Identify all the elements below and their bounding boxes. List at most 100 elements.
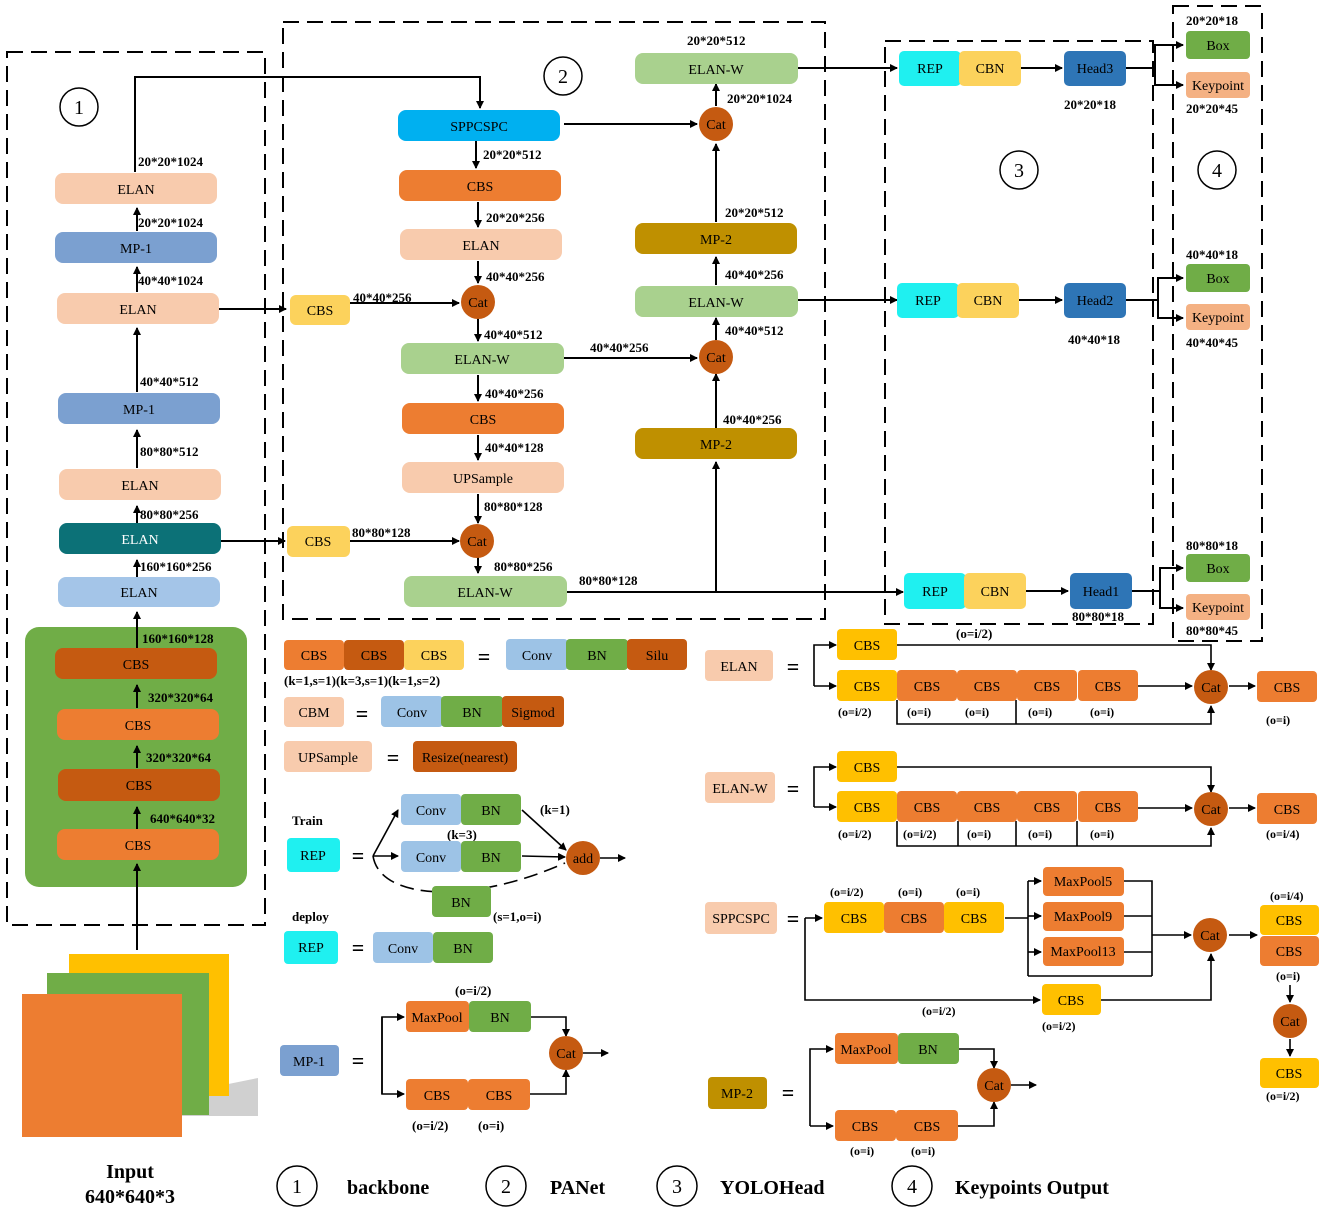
legend-elan-oi-4: (o=i) [1090, 705, 1114, 719]
bottom-marker-2: 2 [501, 1176, 511, 1198]
legend-cbm-eq: = [356, 701, 369, 726]
legend-deploy-eq: = [352, 935, 365, 960]
backbone-dim-3: 320*320*64 [148, 690, 214, 705]
output-kp-2 [1186, 304, 1250, 330]
output-blocks: 20*20*18 Box Keypoint 20*20*45 40*40*18 … [1186, 13, 1250, 638]
legend-spp-maxpool5: MaxPool5 [1054, 875, 1112, 890]
bottom-legend-yolohead: YOLOHead [720, 1177, 824, 1199]
legend-elanw-cbs-5: CBS [1095, 801, 1121, 816]
legend-elanw-cat: Cat [1201, 803, 1221, 818]
output-box-3 [1186, 31, 1250, 59]
legend-elanw-cbs-1: CBS [854, 801, 880, 816]
legend-sppcspc-label: SPPCSPC [712, 912, 770, 927]
legend-spp-cat-1: Cat [1200, 929, 1220, 944]
legend-spp-cbs-final: CBS [1276, 1067, 1302, 1082]
panet-elanw-c [635, 286, 798, 317]
legend-cbs-eq: = [478, 644, 491, 669]
marker-1: 1 [74, 97, 84, 119]
output-kp-2-label: Keypoint [1192, 311, 1244, 326]
backbone-dim-9: 40*40*1024 [138, 273, 204, 288]
head-rep-3 [899, 51, 961, 86]
legend-elanw-oi-2: (o=i) [1028, 827, 1052, 841]
marker-2: 2 [558, 66, 568, 88]
panet-right-dim-6: 20*20*512 [725, 205, 784, 220]
legend-cbs-bn: BN [587, 649, 606, 664]
backbone-dim-5: 160*160*256 [140, 559, 212, 574]
panet-cat-c-label: Cat [706, 351, 726, 366]
panet-cbs-side-1 [290, 295, 350, 325]
panet-frame [282, 21, 826, 620]
panet-cat-c [699, 340, 733, 374]
output-box-1-dim: 80*80*18 [1186, 538, 1239, 553]
output-kp-3 [1186, 72, 1250, 98]
legend-elan-cat: Cat [1201, 681, 1221, 696]
backbone-mp1-a-label: MP-1 [123, 403, 155, 418]
legend-mp2-maxpool: MaxPool [840, 1043, 891, 1058]
legend-cbm-bn: BN [462, 706, 481, 721]
input-label: Input [106, 1161, 154, 1183]
legend-mp1-maxpool: MaxPool [411, 1011, 462, 1026]
backbone-elan-4 [57, 293, 219, 324]
panet-right-dim-2: 40*40*256 [723, 412, 782, 427]
panet-cbs-a-label: CBS [467, 180, 493, 195]
head-cbn-3 [959, 51, 1021, 86]
legend-spp-oi2-final: (o=i/2) [1266, 1089, 1300, 1103]
panet-side-dim-2: 80*80*128 [352, 525, 411, 540]
head-3-label: Head3 [1077, 62, 1114, 77]
legend-elanw-label: ELAN-W [712, 782, 768, 797]
legend-elan-oi2: (o=i/2) [838, 705, 872, 719]
panet-cbs-b-label: CBS [470, 413, 496, 428]
legend-cbs: CBS CBS CBS = Conv BN Silu (k=1,s=1)(k=3… [284, 639, 687, 688]
legend-rep-train: REP [300, 849, 326, 864]
head-cbn-3-label: CBN [976, 62, 1005, 77]
legend-spp-oi-2: (o=i) [956, 885, 980, 899]
panet-elanw-d [635, 53, 798, 84]
legend-elan-oi-3: (o=i) [1028, 705, 1052, 719]
legend-s1: (s=1,o=i) [493, 909, 541, 924]
panet-right-dim-5: 40*40*256 [725, 267, 784, 282]
legend-elan-oi-2: (o=i) [965, 705, 989, 719]
panet-cat-d-label: Cat [706, 118, 726, 133]
head-1-dim: 80*80*18 [1072, 609, 1125, 624]
panet-connectors [350, 64, 904, 596]
legend-mp2-cat: Cat [984, 1079, 1004, 1094]
head-2-label: Head2 [1077, 294, 1114, 309]
panet-dim-6: 40*40*128 [485, 440, 544, 455]
legend-train: Train [292, 813, 324, 828]
backbone-elan-3 [59, 469, 221, 500]
legend-mp2-label: MP-2 [721, 1087, 753, 1102]
panet-elanw-b [404, 576, 567, 607]
legend-mp2: MP-2 = MaxPool BN Cat CBS CBS (o=i) (o=i… [708, 1033, 1037, 1158]
panet-cbs-a [399, 170, 561, 201]
head-2 [1064, 283, 1126, 318]
panet-right-dim-7: 20*20*1024 [727, 91, 793, 106]
panet-right-dim-1: 80*80*128 [579, 573, 638, 588]
backbone-dim-2: 320*320*64 [146, 750, 212, 765]
legend-add: add [573, 852, 593, 867]
legend-cbm-conv: Conv [397, 706, 427, 721]
backbone-cbs-2-label: CBS [126, 779, 152, 794]
legend-rep-conv-2: Conv [416, 851, 446, 866]
panet-cbs-side-1-label: CBS [307, 304, 333, 319]
legend-mp2-cbs-2: CBS [914, 1120, 940, 1135]
panet-cbs-side-2-label: CBS [305, 535, 331, 550]
panet-cat-d [699, 107, 733, 141]
legend-cbs-3: CBS [421, 649, 447, 664]
legend-spp-oi2-side: (o=i/2) [922, 1004, 956, 1018]
head-cbn-1 [964, 573, 1026, 609]
panet-dim-3: 40*40*256 [486, 269, 545, 284]
panet-cat-a [461, 285, 495, 319]
input-size: 640*640*3 [85, 1186, 175, 1208]
legend-cbs-conv: Conv [522, 649, 552, 664]
panet-sppcspc-label: SPPCSPC [450, 120, 508, 135]
head-rep-3-label: REP [917, 62, 943, 77]
bottom-legend-backbone: backbone [347, 1177, 429, 1199]
legend-elanw-cbs-2: CBS [914, 801, 940, 816]
panet-mp2-b [635, 223, 797, 254]
legend-upsample: UPSample = Resize(nearest) [284, 741, 517, 772]
output-box-2 [1186, 264, 1250, 292]
panet-dim-5: 40*40*256 [485, 386, 544, 401]
legend-mp2-eq: = [782, 1080, 795, 1105]
legend-cbm: CBM = Conv BN Sigmod [284, 696, 564, 727]
